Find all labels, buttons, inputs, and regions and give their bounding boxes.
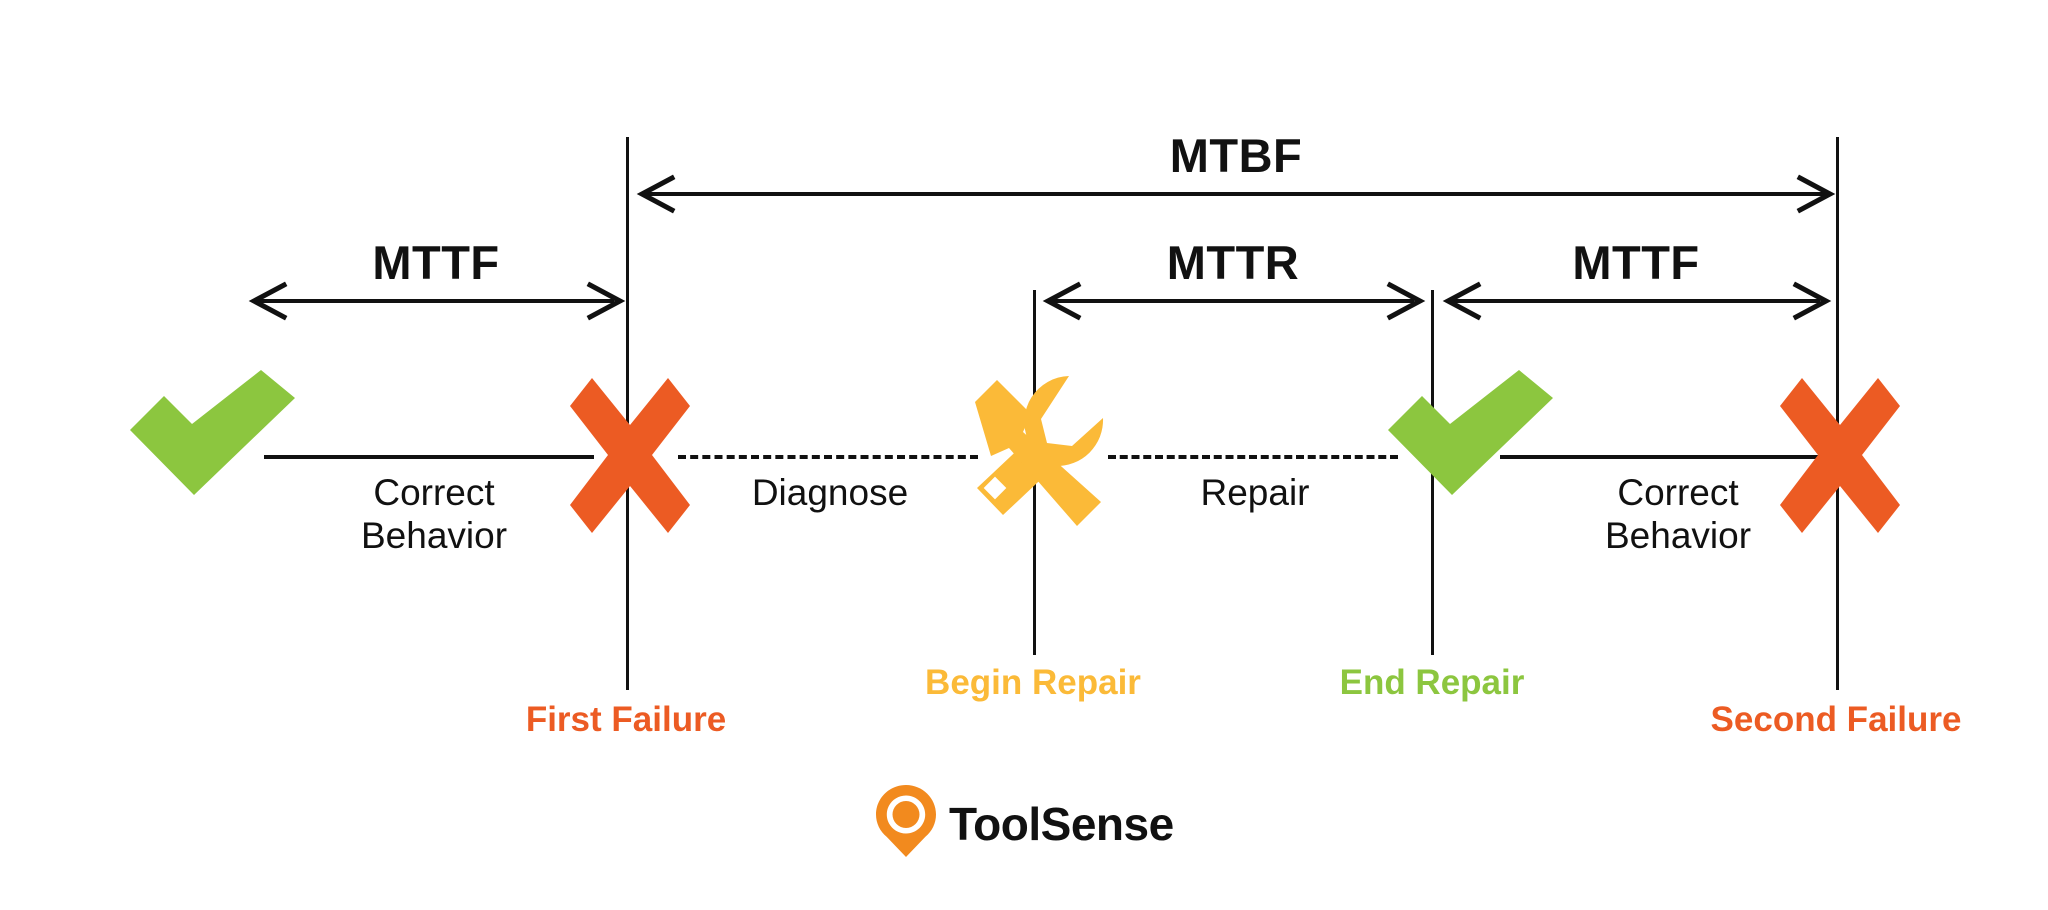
timeline-segment-correct-behavior-1 bbox=[264, 455, 594, 459]
measure-mttf-second: MTTF bbox=[1440, 235, 1832, 321]
measure-mttf-first: MTTF bbox=[246, 235, 626, 321]
event-label-second-failure: Second Failure bbox=[1710, 700, 1962, 739]
caption-correct-behavior-1: Correct Behavior bbox=[360, 472, 508, 556]
event-line-second-failure bbox=[1836, 137, 1839, 690]
measure-mttf-second-label: MTTF bbox=[1572, 236, 1700, 289]
wrench-screwdriver-icon bbox=[965, 370, 1110, 530]
measure-mttf-second-arrow bbox=[1442, 281, 1832, 321]
timeline-segment-correct-behavior-2 bbox=[1500, 455, 1830, 459]
measure-mtbf-arrow bbox=[636, 174, 1836, 214]
event-line-first-failure bbox=[626, 137, 629, 690]
event-label-first-failure: First Failure bbox=[525, 700, 727, 739]
caption-correct-behavior-2: Correct Behavior bbox=[1604, 472, 1752, 556]
measure-mtbf-label: MTBF bbox=[1169, 129, 1303, 182]
orange-cross-icon-first bbox=[570, 378, 690, 533]
caption-diagnose: Diagnose bbox=[751, 472, 909, 513]
measure-mttr: MTTR bbox=[1040, 235, 1426, 321]
measure-mttr-label: MTTR bbox=[1166, 236, 1300, 289]
timeline-segment-diagnose bbox=[678, 455, 978, 459]
event-label-begin-repair: Begin Repair bbox=[925, 663, 1141, 702]
green-check-icon bbox=[130, 370, 295, 495]
measure-mtbf: MTBF bbox=[632, 128, 1840, 214]
toolsense-pin-icon bbox=[875, 785, 937, 862]
green-check-icon-end bbox=[1388, 370, 1553, 495]
timeline-segment-repair bbox=[1108, 455, 1398, 459]
event-label-end-repair: End Repair bbox=[1339, 663, 1525, 702]
measure-mttf-first-arrow bbox=[248, 281, 626, 321]
toolsense-wordmark: ToolSense bbox=[949, 797, 1174, 850]
caption-repair: Repair bbox=[1200, 472, 1310, 513]
measure-mttr-arrow bbox=[1042, 281, 1426, 321]
measure-mttf-first-label: MTTF bbox=[372, 236, 500, 289]
orange-cross-icon-second bbox=[1780, 378, 1900, 533]
toolsense-logo: ToolSense bbox=[875, 785, 1174, 862]
